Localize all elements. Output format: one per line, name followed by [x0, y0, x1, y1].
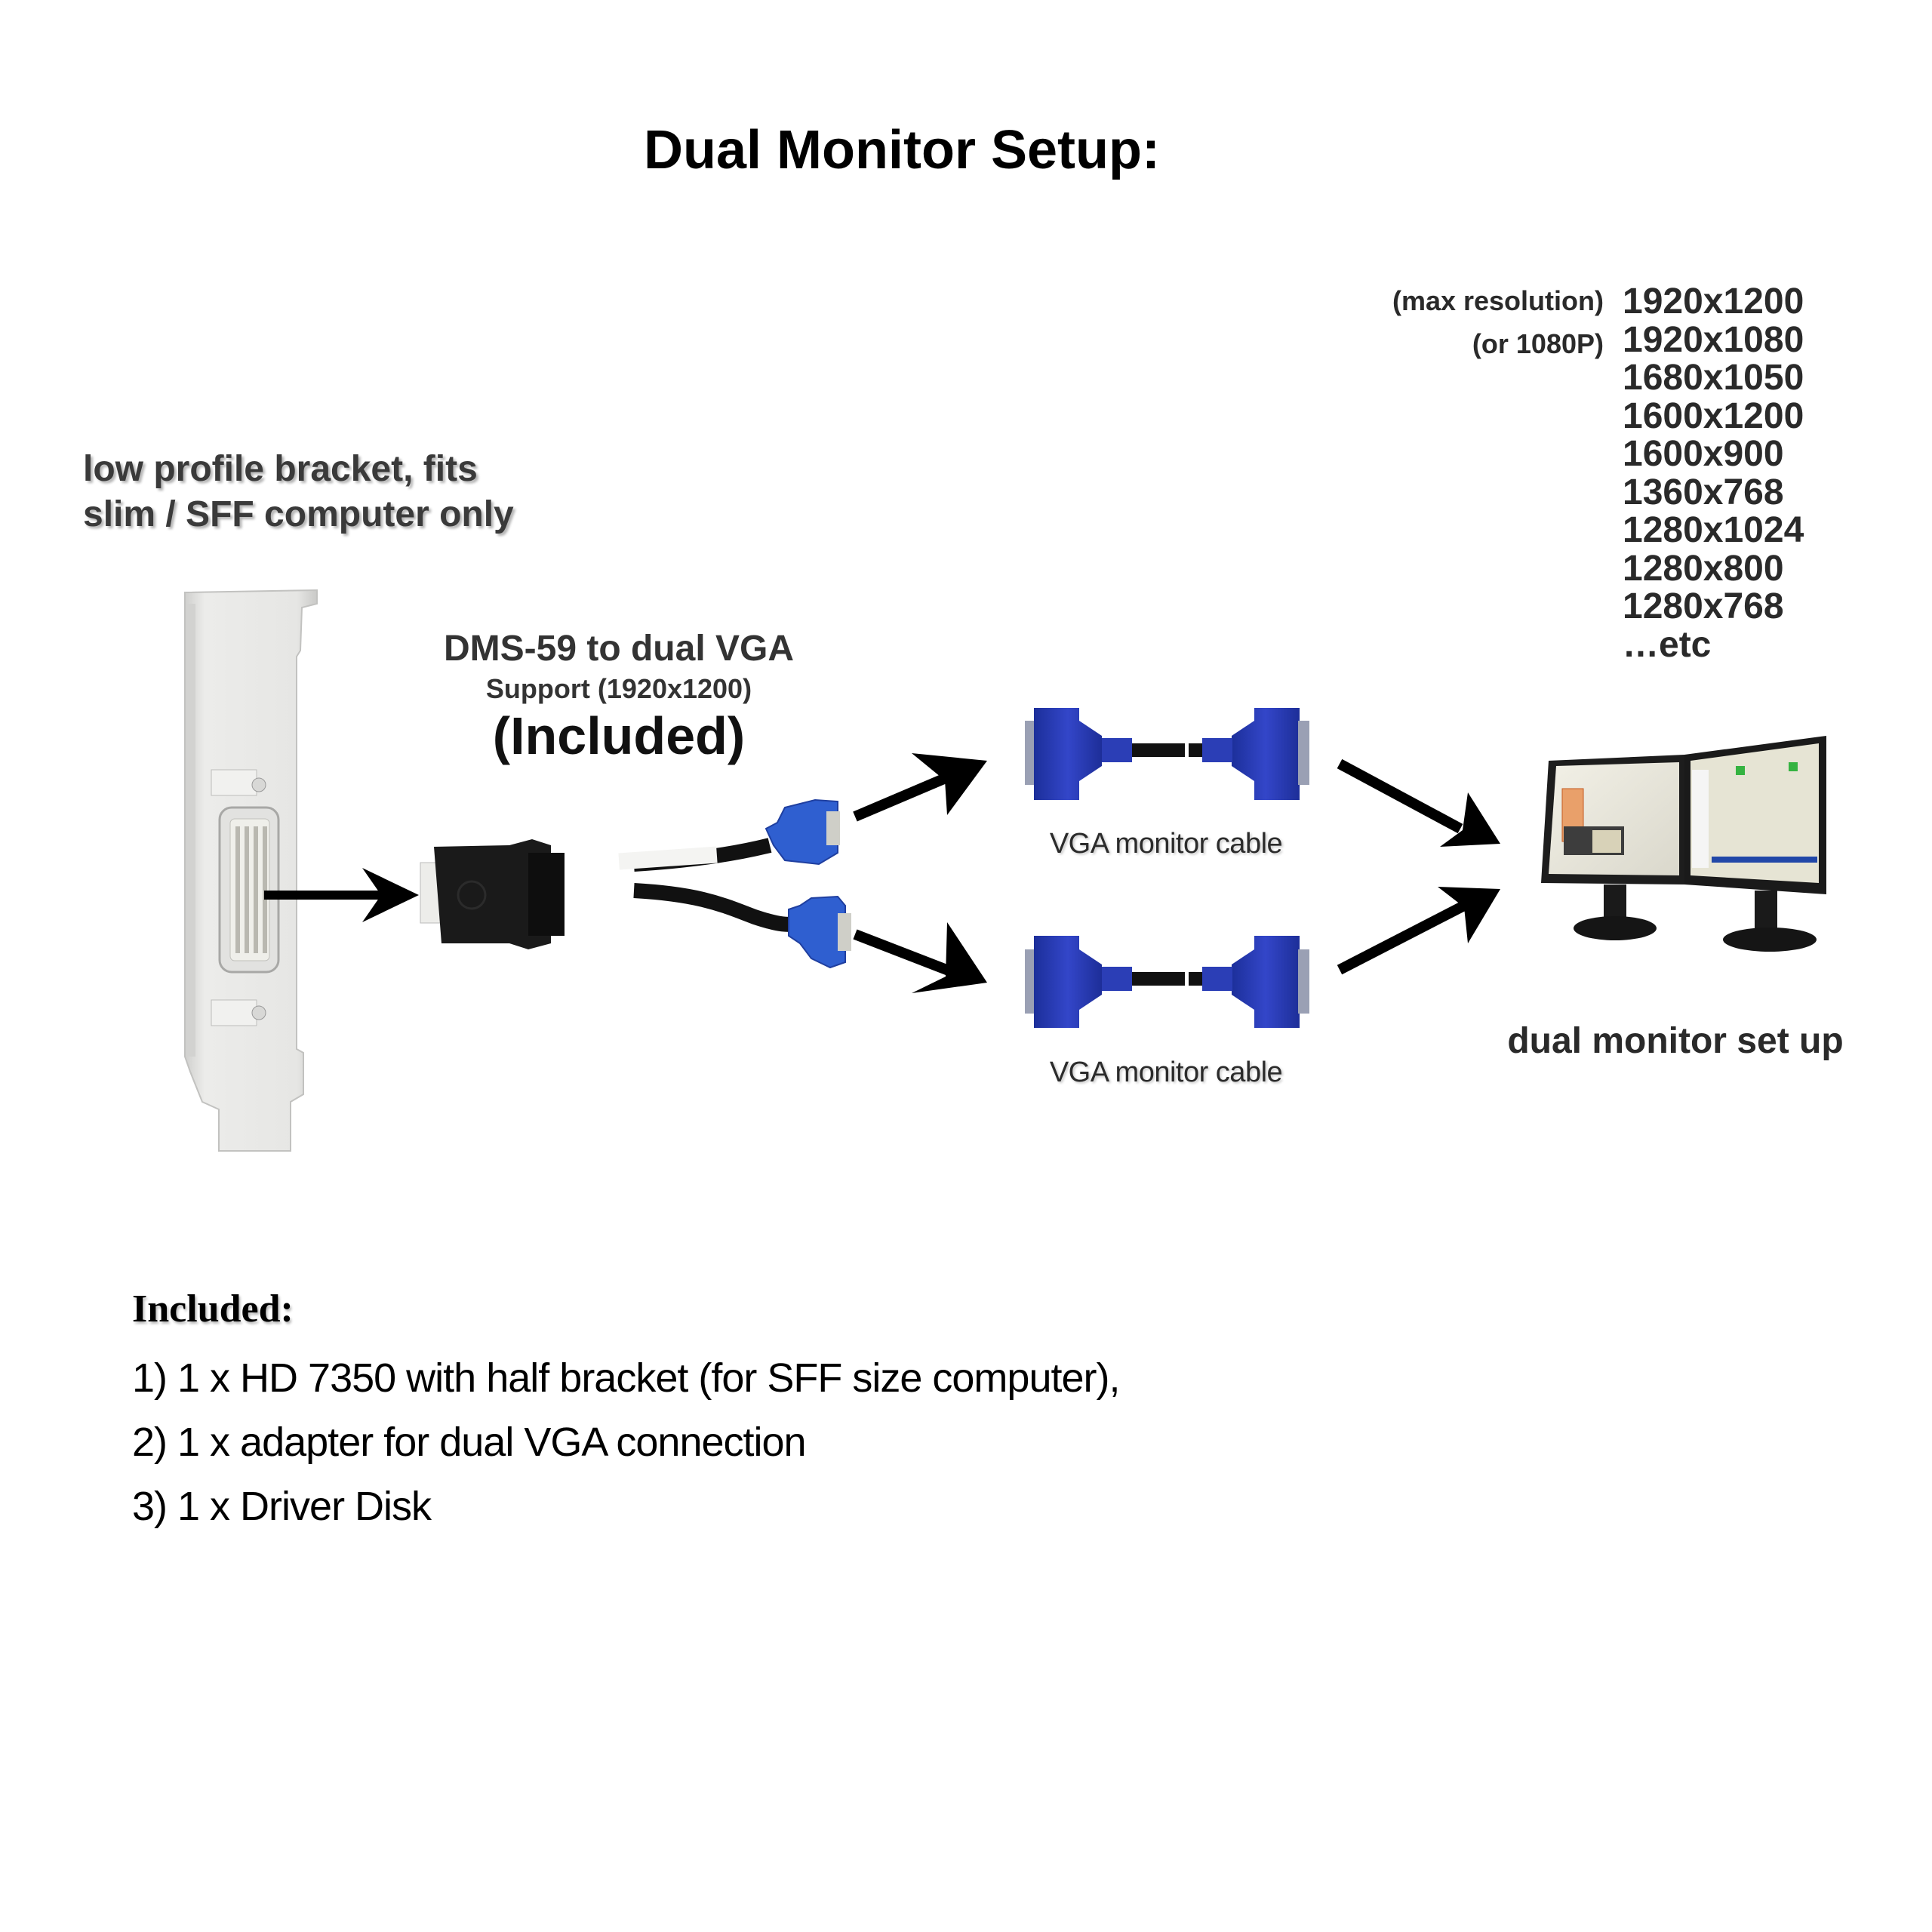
resolution-item: 1600x900 — [1623, 434, 1784, 474]
dual-monitors-image — [1541, 736, 1826, 952]
included-heading: Included: — [132, 1287, 294, 1331]
resolution-item: 1280x768 — [1623, 586, 1784, 626]
low-profile-bracket-image — [184, 589, 318, 1152]
top-cable-label: VGA monitor cable — [1049, 828, 1283, 860]
resolution-item: 1280x800 — [1623, 548, 1784, 589]
resolution-item: 1920x1200 — [1623, 281, 1804, 321]
resolution-item: 1600x1200 — [1623, 395, 1804, 436]
dual-monitor-label: dual monitor set up — [1507, 1021, 1844, 1061]
bracket-label-line1: low profile bracket, fits — [83, 449, 478, 489]
adapter-label: DMS-59 to dual VGA — [443, 629, 795, 669]
arrow-bracket-to-adapter — [264, 868, 419, 922]
resolution-item: 1360x768 — [1623, 472, 1784, 512]
arrow-top-cable-to-monitors — [1337, 758, 1500, 847]
included-item: 3) 1 x Driver Disk — [132, 1484, 432, 1529]
resolution-item: …etc — [1623, 624, 1712, 665]
bottom-vga-cable-image — [1025, 936, 1309, 1028]
dms59-port-pins — [235, 826, 267, 953]
included-item: 2) 1 x adapter for dual VGA connection — [132, 1420, 807, 1465]
adapter-support-label: Support (1920x1200) — [485, 673, 752, 704]
bracket-label-line2: slim / SFF computer only — [83, 494, 514, 534]
arrow-adapter-to-bottom-cable — [853, 922, 987, 993]
arrow-adapter-to-top-cable — [853, 753, 987, 822]
bracket-label: low profile bracket, fits slim / SFF com… — [83, 447, 514, 537]
bottom-cable-label: VGA monitor cable — [1049, 1057, 1283, 1088]
top-vga-cable-image — [1025, 708, 1309, 800]
included-item: 1) 1 x HD 7350 with half bracket (for SF… — [132, 1355, 1120, 1401]
resolution-item: 1920x1080 — [1623, 319, 1804, 360]
adapter-included-label: (Included) — [492, 706, 746, 765]
resolution-list: 1920x1200 1920x1080 1680x1050 1600x1200 … — [1623, 281, 1804, 665]
max-resolution-note: (max resolution) — [1392, 285, 1604, 316]
dms59-dual-vga-adapter-image — [420, 798, 851, 969]
resolution-item: 1680x1050 — [1623, 358, 1804, 398]
resolution-item: 1280x1024 — [1623, 510, 1804, 550]
arrow-bottom-cable-to-monitors — [1337, 887, 1500, 975]
alt-resolution-note: (or 1080P) — [1472, 328, 1604, 359]
page-title: Dual Monitor Setup: — [644, 120, 1160, 180]
